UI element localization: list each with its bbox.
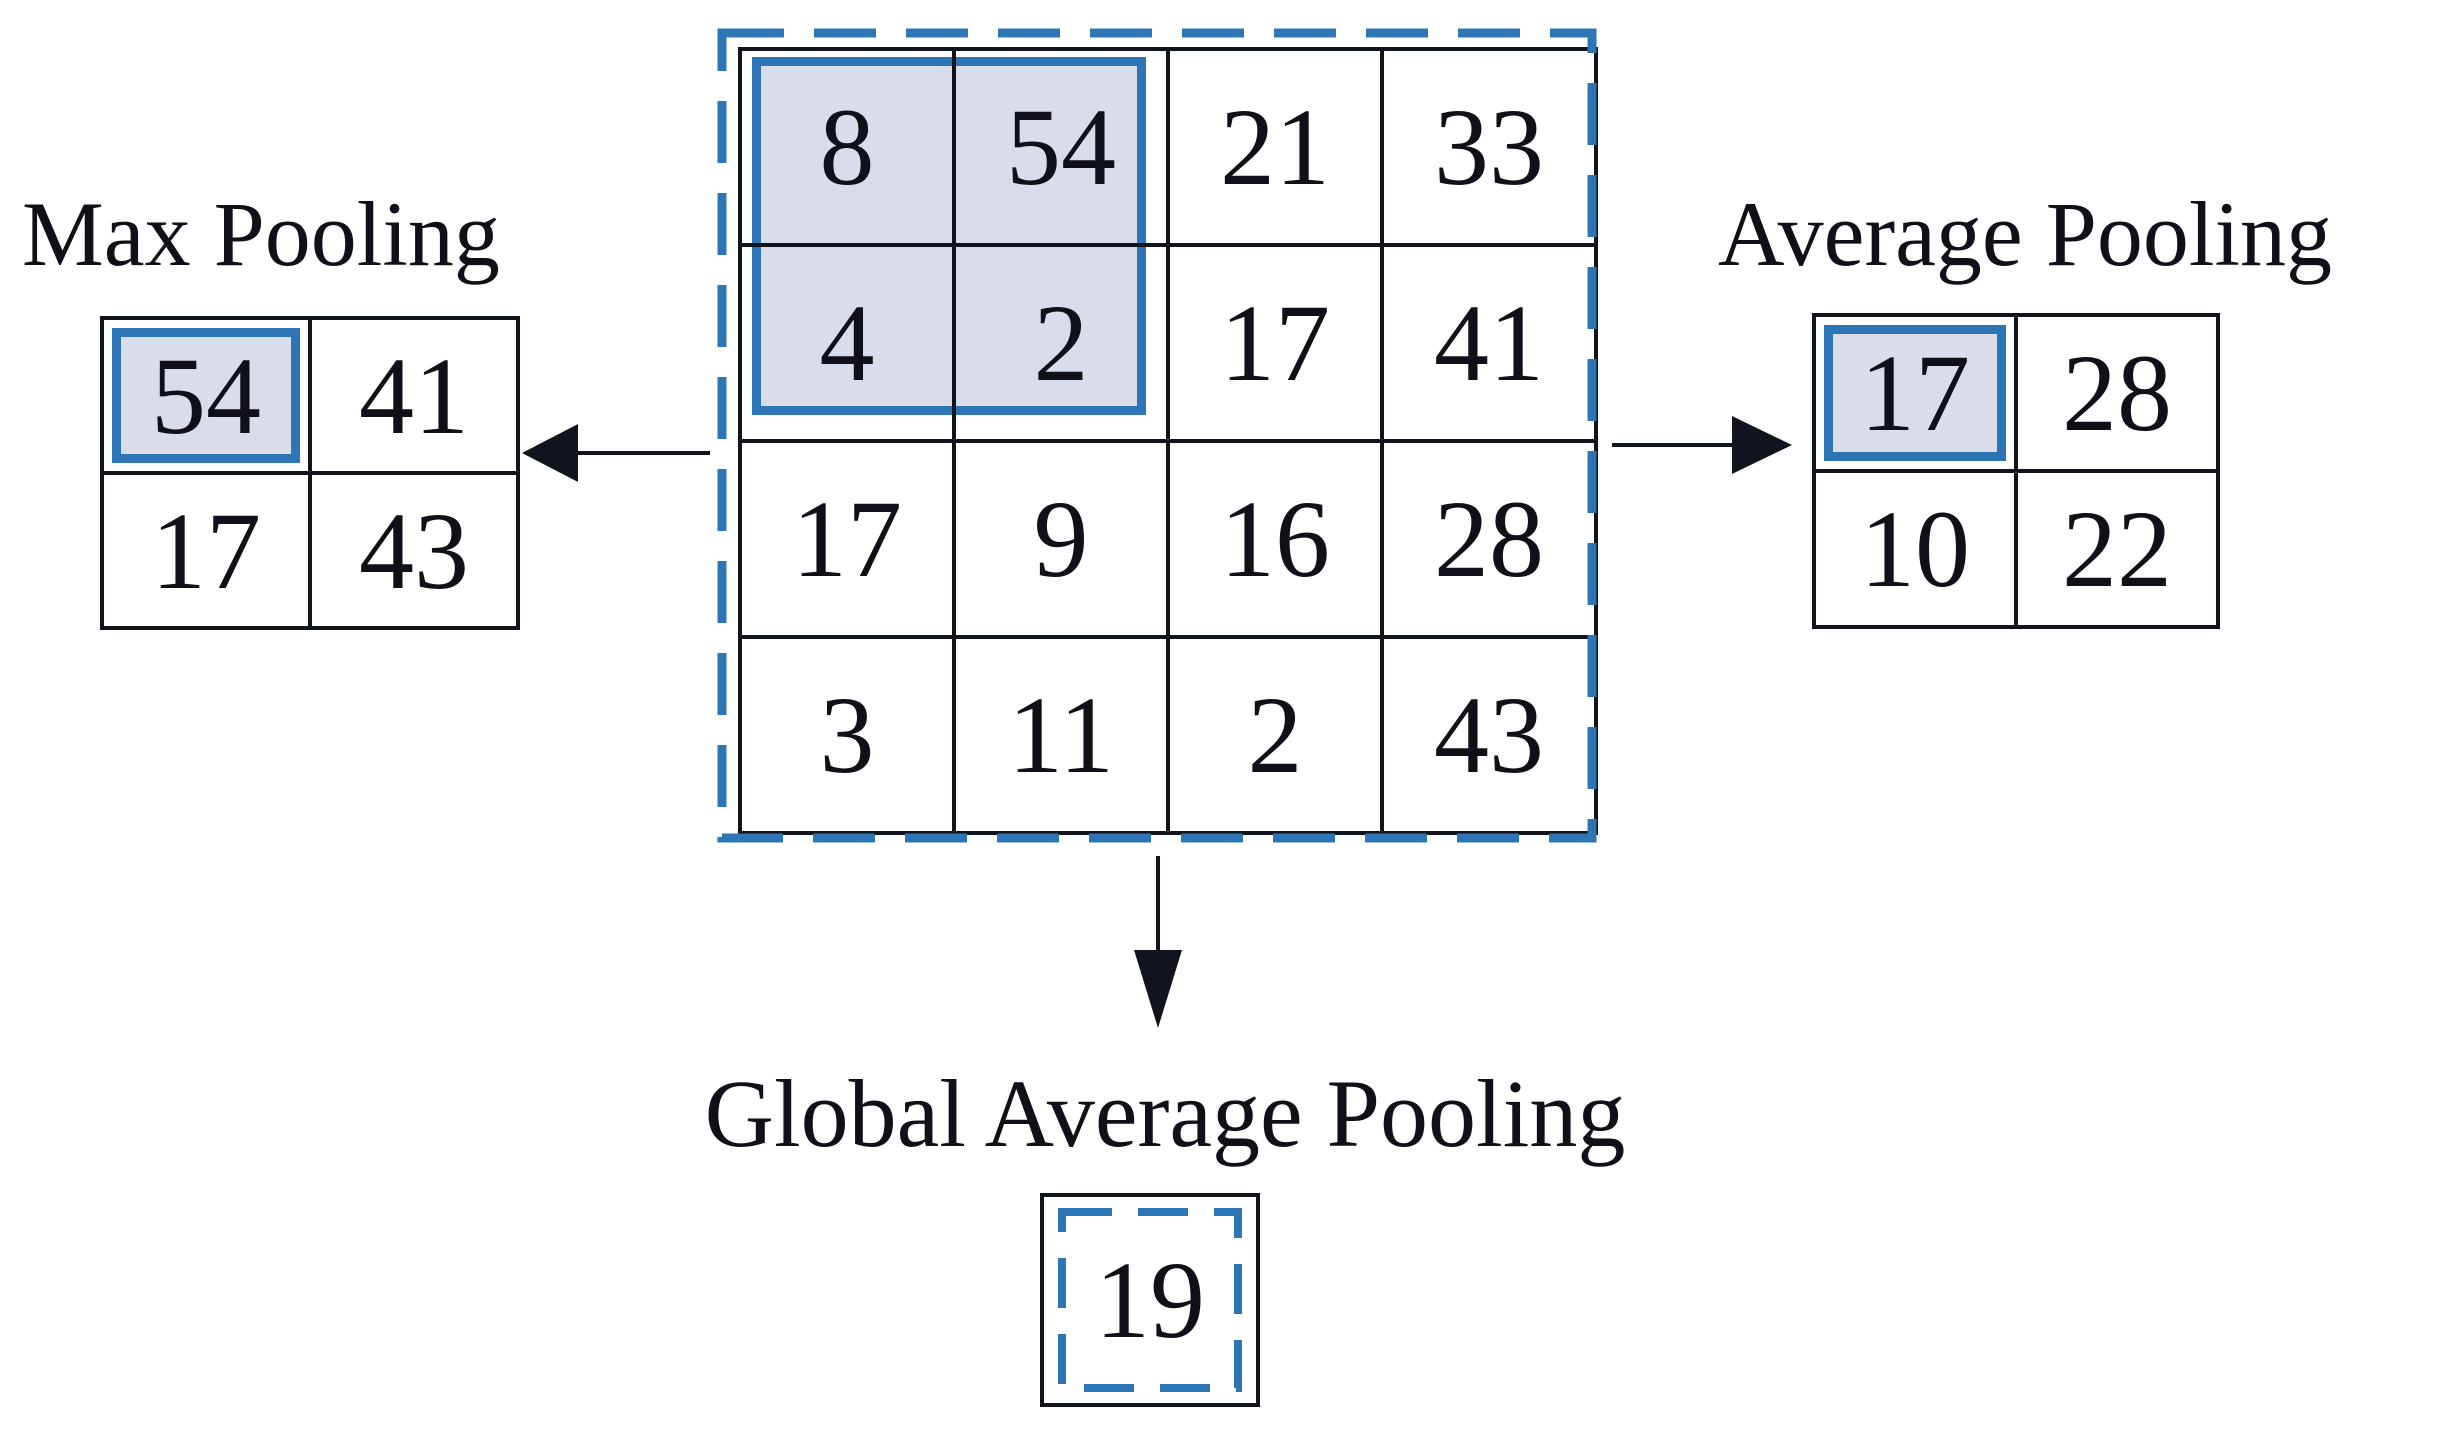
table-row: 3 11 2 43	[738, 635, 1598, 835]
table-row: 8 54 21 33	[738, 47, 1598, 247]
cell-highlight-frame: 54	[112, 328, 300, 463]
input-cell: 33	[1380, 47, 1598, 247]
arrow-down-icon	[1134, 856, 1182, 1028]
input-cell: 9	[952, 439, 1170, 639]
input-cell: 17	[1166, 243, 1384, 443]
input-cell: 8	[738, 47, 956, 247]
table-row: 54 41	[100, 316, 520, 475]
table-row: 10 22	[1812, 469, 2220, 629]
arrow-right-icon	[1612, 416, 1792, 474]
input-cell: 11	[952, 635, 1170, 835]
input-cell: 21	[1166, 47, 1384, 247]
input-cell: 43	[1380, 635, 1598, 835]
avg-highlighted-cell: 17	[1812, 313, 2018, 473]
input-cell: 54	[952, 47, 1170, 247]
global-average-pooling-title: Global Average Pooling	[704, 1060, 1626, 1167]
arrow-left-icon	[522, 424, 710, 482]
input-cell: 2	[952, 243, 1170, 443]
max-highlighted-cell: 54	[100, 316, 312, 475]
input-cell: 4	[738, 243, 956, 443]
input-cell: 17	[738, 439, 956, 639]
input-cell: 28	[1380, 439, 1598, 639]
avg-cell: 10	[1812, 469, 2018, 629]
input-feature-map-grid: 8 54 21 33 4 2 17 41 17 9 16 28 3 11 2 4…	[738, 47, 1598, 835]
max-pooling-result-grid: 54 41 17 43	[100, 316, 520, 630]
max-cell: 41	[308, 316, 520, 475]
gap-output-value: 19	[1095, 1239, 1205, 1361]
average-pooling-result-grid: 17 28 10 22	[1812, 313, 2220, 629]
input-cell: 16	[1166, 439, 1384, 639]
input-cell: 2	[1166, 635, 1384, 835]
max-cell: 43	[308, 471, 520, 630]
cell-highlight-frame: 17	[1824, 325, 2006, 461]
input-cell: 3	[738, 635, 956, 835]
avg-cell: 28	[2014, 313, 2220, 473]
table-row: 17 9 16 28	[738, 439, 1598, 639]
table-row: 17 43	[100, 471, 520, 630]
average-pooling-title: Average Pooling	[1718, 183, 2333, 285]
table-row: 4 2 17 41	[738, 243, 1598, 443]
input-cell: 41	[1380, 243, 1598, 443]
avg-cell: 22	[2014, 469, 2220, 629]
table-row: 17 28	[1812, 313, 2220, 473]
max-pooling-title: Max Pooling	[22, 183, 500, 285]
max-cell: 17	[100, 471, 312, 630]
gap-output-cell: 19	[1040, 1193, 1260, 1407]
